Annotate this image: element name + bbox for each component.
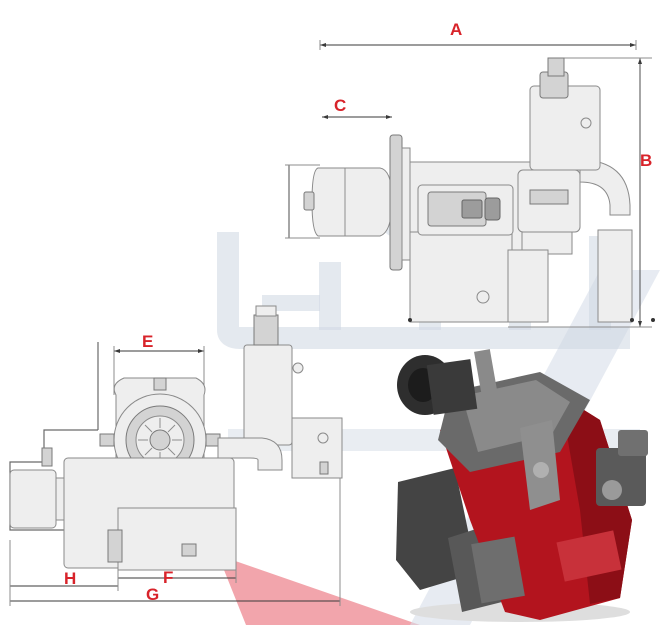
motor-body: [9, 469, 57, 529]
front-frame-outline: [9, 342, 99, 531]
diffuser-slots: [138, 418, 182, 462]
motor-end: [41, 447, 53, 467]
dimension-arrow-c-left: [322, 115, 328, 119]
gas-train-port: [602, 480, 622, 500]
gas-inlet-pipe: [597, 229, 633, 323]
gas-train-body: [596, 448, 646, 506]
air-box-knob: [181, 543, 197, 557]
gas-inlet-flange: [291, 417, 343, 479]
inspection-port: [476, 290, 490, 304]
blast-tube-body: [426, 359, 478, 415]
dimension-labels: A B C E F G H: [64, 20, 652, 604]
side-bracket: [107, 529, 123, 563]
marker-dot-b: [651, 318, 655, 322]
mounting-flange: [389, 134, 403, 271]
burner-3d-render: [396, 349, 648, 622]
air-box: [117, 507, 237, 571]
nozzle-center: [149, 429, 171, 451]
marker-dot-left: [408, 318, 412, 322]
motor-block: [396, 468, 470, 590]
blast-tube-nozzle: [303, 191, 315, 211]
control-box-label-area: [529, 189, 569, 205]
gas-nipple: [319, 461, 329, 475]
dimension-arrow-e-right: [198, 349, 204, 353]
valve-side-knob: [292, 362, 304, 374]
side-view-drawing: [285, 40, 655, 328]
label-g: G: [146, 585, 159, 604]
gas-valve-block: [529, 85, 601, 171]
label-f: F: [163, 568, 173, 587]
pipe-lower-block: [507, 249, 549, 323]
gas-connection-elbow: [217, 437, 283, 471]
gas-inlet-hole: [317, 432, 329, 444]
dimension-arrow-c-right: [386, 115, 392, 119]
flange-slot-left: [99, 433, 115, 447]
lower-panel: [471, 536, 525, 604]
flange-slot-top: [153, 377, 167, 391]
dimension-arrow-b-bottom: [638, 321, 642, 327]
blast-tube: [311, 167, 393, 237]
dimension-arrow-a-left: [320, 43, 326, 47]
gas-valve-cap: [255, 305, 277, 317]
gas-valve-coil: [547, 57, 565, 77]
marker-dot-right: [630, 318, 634, 322]
fan-housing-lower: [409, 231, 513, 323]
dimension-arrow-a-right: [630, 43, 636, 47]
watermark-red-triangle: [218, 555, 420, 625]
valve-knob: [580, 117, 592, 129]
label-a: A: [450, 20, 462, 39]
label-e: E: [142, 332, 153, 351]
pump-cap: [484, 197, 501, 221]
pump-coupling: [461, 199, 483, 219]
dimension-arrow-e-left: [114, 349, 120, 353]
red-housing-panel: [556, 530, 622, 582]
label-c: C: [334, 96, 346, 115]
label-b: B: [640, 151, 652, 170]
gas-elbow: [579, 159, 631, 216]
front-view-drawing: [9, 305, 343, 606]
gas-valve-column: [243, 344, 293, 446]
flange-bracket: [474, 349, 502, 421]
valve-knob-3d: [533, 462, 549, 478]
flange-gasket: [401, 147, 411, 261]
gas-train-cap: [618, 430, 648, 456]
watermark-stroke-1: [217, 232, 630, 349]
label-h: H: [64, 569, 76, 588]
dimension-arrow-b-top: [638, 58, 642, 64]
gas-valve-head: [253, 314, 279, 346]
